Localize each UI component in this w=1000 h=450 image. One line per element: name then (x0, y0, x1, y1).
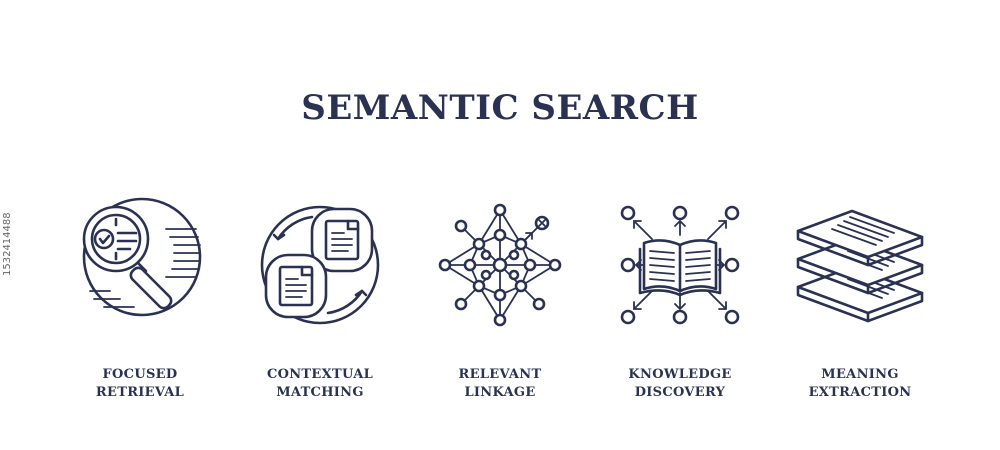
open-book-arrows-icon (610, 195, 750, 335)
side-id: 1532414488 (2, 212, 13, 276)
page-title: SEMANTIC SEARCH (301, 88, 699, 128)
magnifier-check-icon (70, 195, 210, 335)
network-nodes-icon (430, 195, 570, 335)
stacked-layers-icon (790, 195, 930, 335)
documents-exchange-icon (250, 195, 390, 335)
